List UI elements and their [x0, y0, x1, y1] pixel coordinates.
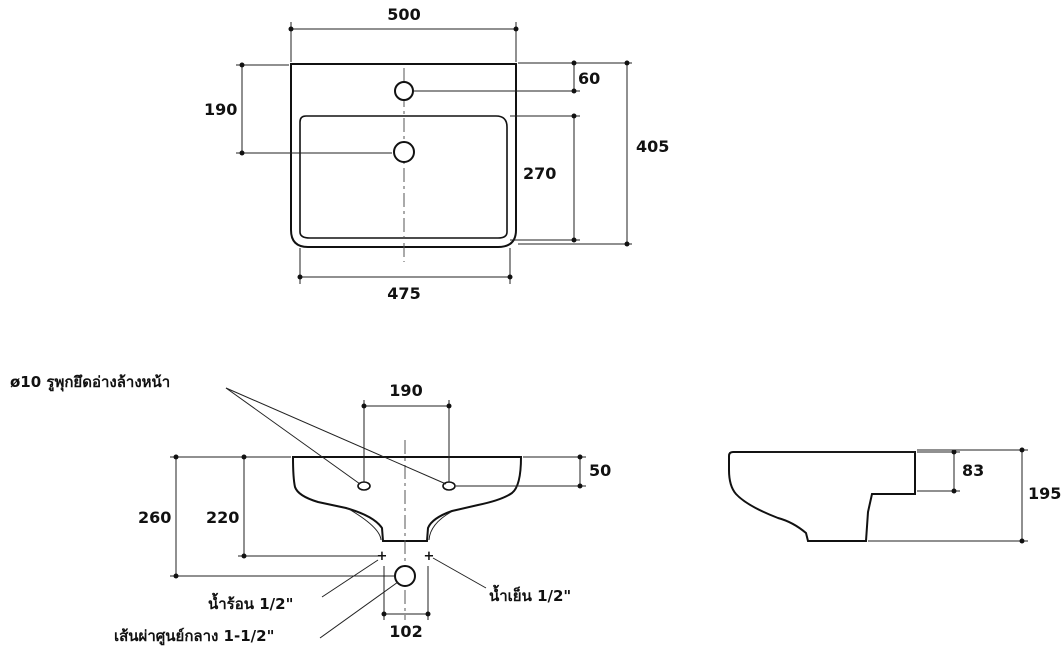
dim-width-bowl: 475: [387, 284, 420, 303]
cold-supply-marker: +: [424, 549, 435, 564]
dim-side-height: 195: [1028, 484, 1061, 503]
top-view: 500 475 405 270 60 190: [204, 5, 669, 303]
dim-width-overall: 500: [387, 5, 420, 24]
fixing-hole-left: [357, 481, 371, 491]
front-view: 190 50 260 220 + + 102 ø10 รูพุกยึด: [10, 373, 611, 646]
drain-hole: [393, 141, 415, 163]
side-view-outline: [728, 451, 916, 542]
dim-front-height: 260: [138, 508, 171, 527]
label-waste: เส้นผ่าศูนย์กลาง 1-1/2": [114, 627, 274, 646]
hot-supply-marker: +: [377, 549, 388, 564]
tap-hole: [394, 81, 414, 101]
waste-outlet: [394, 565, 416, 587]
dim-depth-overall: 405: [636, 137, 669, 156]
dim-fixing-spacing: 190: [389, 381, 422, 400]
label-hot-water: น้ำร้อน 1/2": [208, 592, 293, 613]
dim-fixing-drop: 50: [589, 461, 611, 480]
dim-supply-height: 220: [206, 508, 239, 527]
dim-rim-height: 83: [962, 461, 984, 480]
label-cold-water: น้ำเย็น 1/2": [489, 584, 571, 605]
dim-depth-bowl: 270: [523, 164, 556, 183]
label-fixing-holes: ø10 รูพุกยึดอ่างล้างหน้า: [10, 373, 170, 392]
front-view-outline: [291, 456, 523, 542]
side-view: 83 195: [728, 447, 1061, 544]
dim-drain-offset: 190: [204, 100, 237, 119]
dim-tap-hole: 60: [578, 69, 600, 88]
dim-waste-spacing: 102: [389, 622, 422, 641]
